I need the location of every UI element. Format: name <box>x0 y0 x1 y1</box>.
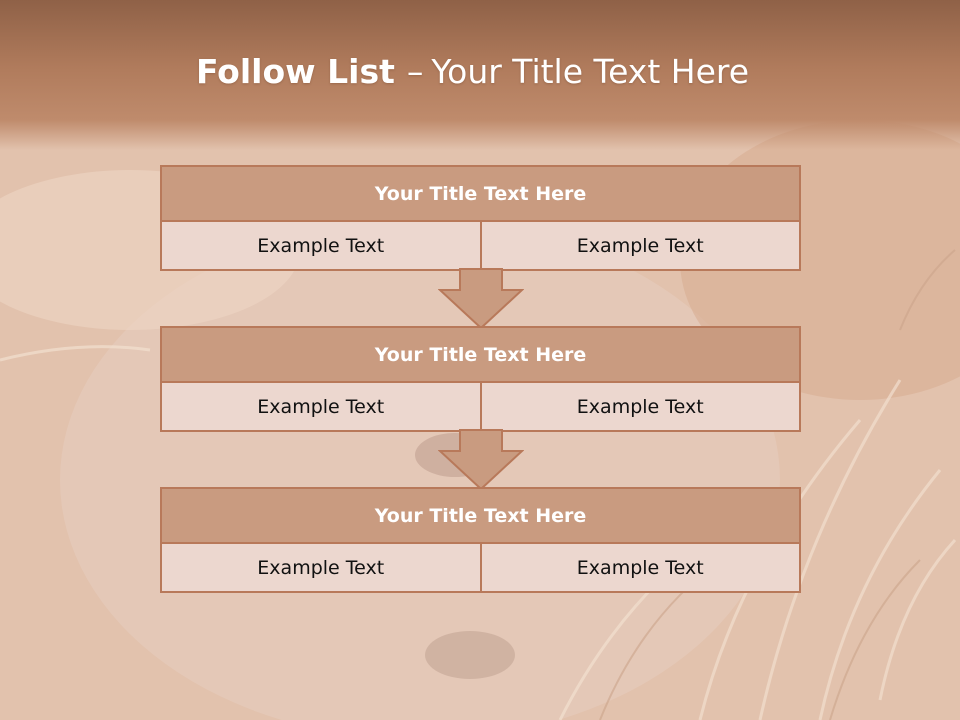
block-row: Example Text Example Text <box>160 383 801 432</box>
slide-title-bold: Follow List <box>195 52 395 91</box>
down-arrow-icon <box>438 429 524 491</box>
block-cell-left: Example Text <box>257 234 385 257</box>
block-title: Your Title Text Here <box>160 326 801 383</box>
title-band <box>0 0 960 150</box>
slide-title: Follow List–Your Title Text Here <box>0 52 945 91</box>
slide-title-dash: – <box>406 52 424 91</box>
down-arrow-icon <box>438 268 524 330</box>
block-cell-right: Example Text <box>479 544 800 591</box>
list-block-2: Your Title Text Here Example Text Exampl… <box>160 326 801 432</box>
block-cell-right: Example Text <box>479 222 800 269</box>
block-cell-left: Example Text <box>257 395 385 418</box>
block-cell-right: Example Text <box>479 383 800 430</box>
list-block-3: Your Title Text Here Example Text Exampl… <box>160 487 801 593</box>
block-title: Your Title Text Here <box>160 165 801 222</box>
block-row: Example Text Example Text <box>160 544 801 593</box>
list-block-1: Your Title Text Here Example Text Exampl… <box>160 165 801 271</box>
block-title: Your Title Text Here <box>160 487 801 544</box>
slide-title-rest: Your Title Text Here <box>431 52 750 91</box>
block-cell-left: Example Text <box>257 556 385 579</box>
block-row: Example Text Example Text <box>160 222 801 271</box>
